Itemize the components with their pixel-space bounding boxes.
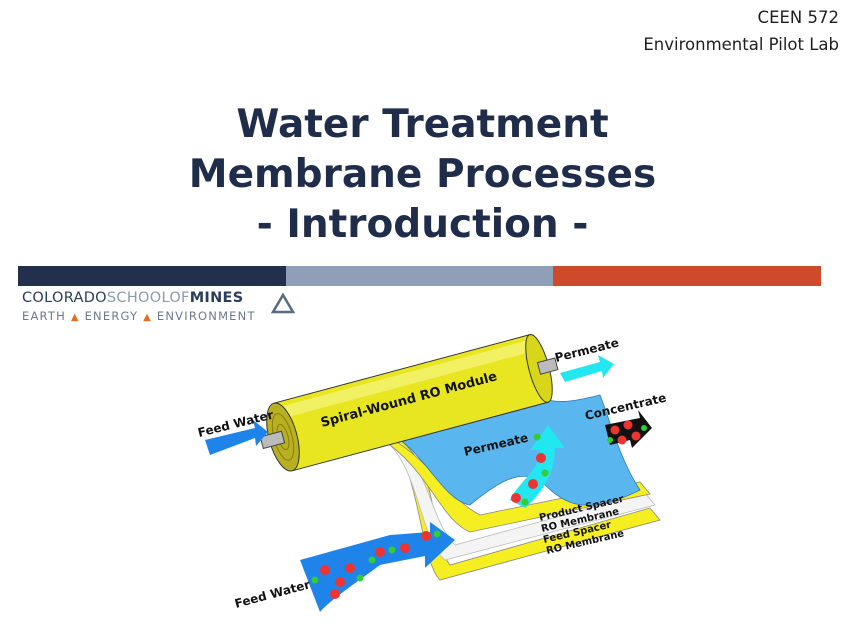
- accent-bar-orange: [553, 266, 822, 286]
- title-line-2: Membrane Processes: [188, 152, 657, 197]
- accent-bars: [18, 266, 822, 286]
- title-line-3: - Introduction -: [256, 202, 589, 247]
- permeate-flow-arrow: [510, 425, 565, 508]
- feed-water-arrow-bottom: [300, 522, 455, 612]
- slide-title: Water Treatment Membrane Processes - Int…: [0, 100, 845, 250]
- accent-bar-navy: [18, 266, 286, 286]
- logo-school-of: SCHOOLOF: [106, 290, 190, 306]
- course-code: CEEN 572: [757, 8, 839, 27]
- logo-tag-earth: EARTH: [22, 309, 66, 323]
- triangle-icon: ▲: [143, 312, 153, 323]
- triangle-icon: ▲: [70, 312, 80, 323]
- feed-water-label-bottom: Feed Water: [233, 577, 312, 611]
- ro-module-cylinder: [259, 333, 559, 472]
- mines-logo: COLORADOSCHOOLOFMINES EARTH ▲ ENERGY ▲ E…: [22, 290, 256, 323]
- logo-tagline: EARTH ▲ ENERGY ▲ ENVIRONMENT: [22, 309, 256, 323]
- concentrate-label: Concentrate: [584, 391, 668, 423]
- accent-bar-gray: [285, 266, 554, 286]
- logo-mines: MINES: [189, 290, 244, 306]
- feed-water-arrow-top: [205, 420, 268, 455]
- mines-emblem-icon: [270, 292, 296, 314]
- title-line-1: Water Treatment: [236, 102, 609, 147]
- ro-membrane-layer: [378, 437, 651, 533]
- lab-name: Environmental Pilot Lab: [643, 35, 839, 54]
- logo-tag-energy: ENERGY: [84, 309, 139, 323]
- permeate-arrow-top: [560, 355, 614, 382]
- logo-wordmark: COLORADOSCHOOLOFMINES: [22, 290, 256, 306]
- course-info: CEEN 572 Environmental Pilot Lab: [643, 4, 839, 58]
- logo-tag-environment: ENVIRONMENT: [156, 309, 256, 323]
- solute-particles: [311, 433, 549, 599]
- logo-colorado: COLORADO: [22, 290, 107, 306]
- permeate-label-top: Permeate: [553, 335, 620, 364]
- concentrate-particles: [607, 420, 647, 445]
